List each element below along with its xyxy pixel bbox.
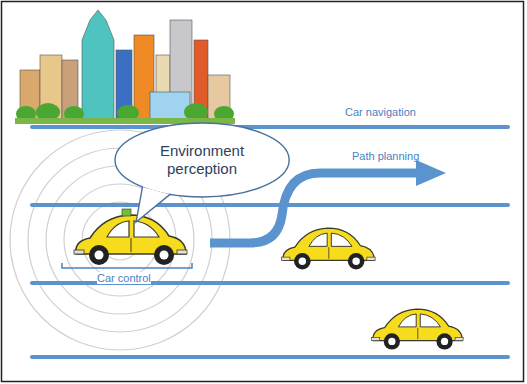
- layer-label: Car navigation: [345, 106, 416, 118]
- bubble-text: Environment perception: [147, 142, 257, 178]
- control-label: Car control: [97, 272, 151, 284]
- speech-bubble: Environment perception: [114, 122, 290, 198]
- layer-label: Path planning: [352, 150, 419, 162]
